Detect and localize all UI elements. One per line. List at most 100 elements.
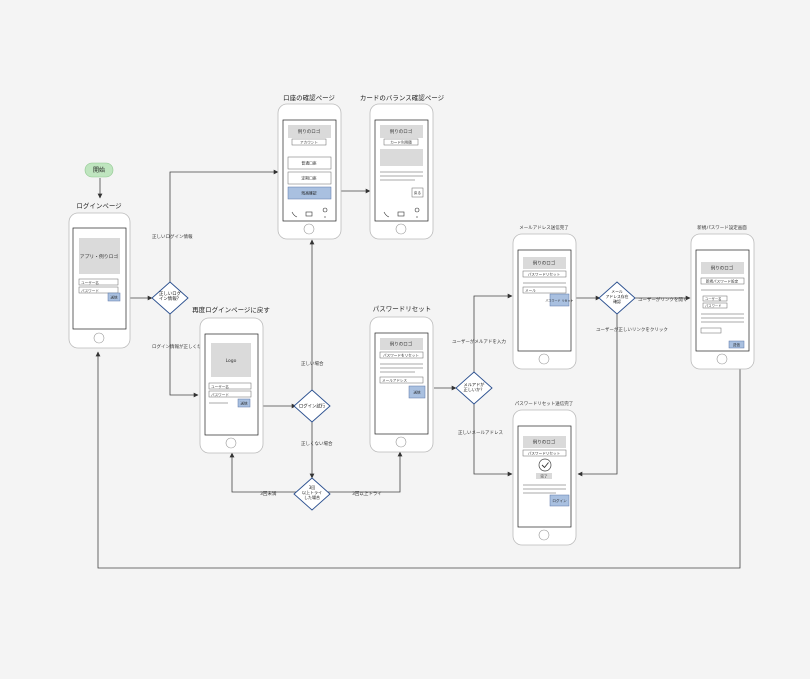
decision-three-tries: 3回以上トライした場合 [293, 477, 331, 511]
edge-label-open-link: ユーザーがリンクを開く [638, 296, 687, 303]
decision-email-exists: メールアドレス存在確認 [598, 281, 636, 315]
phone-new-password: 新規パスワード設定画面 例りのロゴ 新規パスワード設定 ユーザー名 パスワード … [690, 224, 755, 370]
pwreset-submit-button[interactable] [408, 385, 426, 399]
svg-text:例りのロゴ: 例りのロゴ [533, 260, 556, 267]
account-subtitle: アカウント [300, 140, 318, 145]
svg-text:送信: 送信 [240, 401, 248, 406]
login-pass-field[interactable] [78, 286, 119, 294]
svg-text:送信: 送信 [733, 342, 741, 347]
d1-label: 正しいログイン情報？ [159, 290, 182, 302]
pwreset-logo: 例りのロゴ [390, 341, 413, 348]
email-field[interactable] [522, 286, 567, 294]
d5-label: メールアドレス存在確認 [606, 289, 629, 304]
phone-reset-sent: パスワードリセット送信完了 例りのロゴ パスワードリセット 完了 ログイン [512, 400, 577, 546]
svg-text:メールアドレス: メールアドレス [382, 378, 408, 383]
svg-text:パスワード: パスワード [81, 288, 99, 293]
edge-d5-sent [577, 314, 618, 477]
account-tabbar [291, 207, 328, 218]
title-login: ログインページ [76, 201, 122, 210]
svg-text:パスワードリセット: パスワードリセット [528, 272, 561, 277]
svg-text:例りのロゴ: 例りのロゴ [533, 439, 556, 446]
relogin-logo: Logo [226, 358, 237, 364]
svg-text:パスワード: パスワード [211, 392, 229, 397]
svg-text:例りのロゴ: 例りのロゴ [711, 265, 734, 272]
edge-d1-relogin [169, 314, 199, 398]
edge-label-correct-case: 正しい場合 [301, 360, 324, 367]
pwreset-subtitle: パスワードをリセット [383, 353, 419, 358]
login-logo-box [79, 238, 120, 274]
newpw-user-field[interactable] [702, 295, 728, 302]
login-logo: アプリ・例りロゴ [80, 253, 119, 260]
edge-label-enter-email: ユーザーがメルアドを入力 [452, 338, 506, 345]
decision-correct-login: 正しいログイン情報？ [151, 281, 189, 315]
phone-balance: 例りのロゴ カード利用額 戻る [369, 103, 434, 240]
mail-icon [305, 211, 313, 217]
start-label: 開始 [93, 166, 105, 174]
d2-label: ログイン試行 [299, 403, 326, 410]
login-submit-button[interactable] [107, 292, 121, 302]
svg-text:送信: 送信 [413, 390, 421, 395]
account-item-savings[interactable] [287, 156, 332, 170]
balance-tabbar [383, 207, 420, 218]
decisions: 正しいログイン情報？ ログイン試行 3回以上トライした場合 メルアドが正しいか？… [151, 281, 636, 511]
svg-text:普通口座: 普通口座 [301, 161, 316, 166]
edge-newpw-login [95, 350, 741, 569]
svg-text:パスワードリセット: パスワードリセット [528, 451, 561, 456]
balance-back-button[interactable] [411, 187, 424, 198]
svg-text:完了: 完了 [540, 474, 548, 479]
edge-d3-relogin [229, 452, 296, 493]
newpw-submit-button[interactable] [728, 340, 745, 349]
newpw-pass-field[interactable] [702, 302, 728, 309]
account-item-balance[interactable] [287, 186, 332, 200]
svg-text:ユーザー名: ユーザー名 [211, 384, 229, 389]
screen-titles: ログインページ 口座の確認ページ カードのバランス確認ページ 再度ログインページ… [76, 93, 444, 314]
svg-text:定期口座: 定期口座 [301, 176, 316, 181]
svg-text:送信: 送信 [110, 295, 118, 300]
svg-text:ユーザー名: ユーザー名 [705, 296, 721, 301]
edge-label-incorrect-case: 正しくない場合 [301, 440, 333, 447]
email-reset-button[interactable] [549, 293, 570, 307]
edge-label-under-3: 3回未満 [260, 490, 277, 497]
start-node: 開始 [84, 162, 114, 178]
relogin-pass-field[interactable] [208, 390, 252, 398]
svg-text:ログイン: ログイン [552, 498, 567, 503]
sent-screen-title: パスワードリセット送信完了 [515, 400, 574, 407]
edge-label-click-link: ユーザーが正しいリンクをクリック [596, 326, 668, 333]
email-screen-title: メールアドレス送信完了 [519, 224, 569, 231]
svg-text:メール: メール [525, 289, 536, 293]
relogin-user-field[interactable] [208, 382, 252, 390]
svg-text:戻る: 戻る [414, 190, 422, 195]
map-pin-icon [322, 207, 328, 218]
mail-icon [397, 211, 405, 217]
decision-login-attempt: ログイン試行 [293, 389, 331, 423]
edge-label-over-3: 3回以上トライ [352, 490, 382, 497]
sent-login-button[interactable] [549, 494, 570, 507]
check-icon [541, 462, 549, 469]
edge-labels: 正しいログイン情報 ログイン情報が正しくない 正しい場合 正しくない場合 3回未… [152, 233, 687, 497]
phone-icon [291, 211, 298, 218]
phone-relogin: Logo ユーザー名 パスワード 送信 [199, 317, 264, 454]
map-pin-icon [414, 207, 420, 218]
d4-label: メルアドが正しいか？ [464, 381, 486, 393]
title-account: 口座の確認ページ [283, 93, 335, 102]
balance-subtitle: カード利用額 [390, 140, 412, 145]
check-circle-icon [538, 458, 552, 472]
edge-d4-sent [473, 404, 513, 477]
edge-d4-email [473, 293, 513, 372]
edge-label-correct: 正しいログイン情報 [152, 233, 193, 240]
pwreset-email-field[interactable] [379, 376, 424, 384]
relogin-submit-button[interactable] [237, 398, 251, 408]
account-logo: 例りのロゴ [298, 128, 321, 135]
title-relogin: 再度ログインページに戻す [192, 305, 270, 314]
newpw-screen-title: 新規パスワード設定画面 [697, 224, 747, 231]
phone-icon [383, 211, 390, 218]
phone-login: アプリ・例りロゴ ユーザー名 パスワード 送信 [68, 212, 131, 349]
title-pwreset: パスワードリセット [373, 305, 432, 313]
login-user-field[interactable] [78, 278, 119, 286]
account-item-fixed[interactable] [287, 171, 332, 185]
connectors [95, 169, 741, 569]
edge-label-correct-email: 正しいメールアドレス [458, 430, 503, 436]
sent-status-badge [536, 473, 552, 479]
